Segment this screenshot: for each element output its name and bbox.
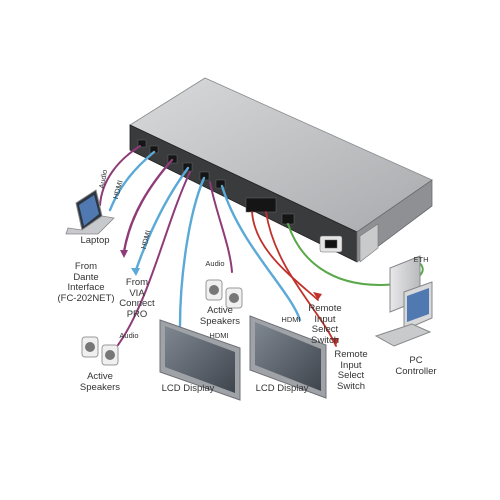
audio-in-connector — [137, 139, 147, 148]
label-audio-speakers-left: Audio — [119, 331, 139, 340]
label-remote-1: Remote Input Select Switch — [308, 303, 342, 346]
cable-ethernet — [287, 223, 424, 286]
label-lcd2: LCD Display — [255, 383, 309, 394]
power-inlet-socket — [324, 239, 338, 249]
lcd-display-1 — [159, 319, 241, 401]
cable-remote-1 — [251, 211, 319, 301]
hdmi-out-connector-1 — [199, 171, 210, 181]
label-pc-controller: PC Controller — [395, 355, 437, 377]
cable-remote-2 — [265, 211, 337, 347]
speakers-mid — [205, 279, 243, 309]
cable-laptop-hdmi — [108, 150, 156, 212]
label-hdmi-lcd2: HDMI — [281, 315, 301, 324]
label-audio-speakers-mid: Audio — [205, 259, 225, 268]
cable-lcd2-hdmi — [220, 184, 302, 322]
speakers-left — [81, 336, 119, 366]
label-lcd1: LCD Display — [161, 383, 215, 394]
hdmi-out-connector-2 — [215, 179, 226, 189]
arrow-remote-1 — [313, 292, 322, 300]
switcher-device — [129, 77, 433, 263]
arrow-remote-2 — [330, 338, 339, 346]
cable-via-hdmi — [134, 166, 190, 272]
cable-speakers-mid-audio — [209, 181, 233, 273]
label-hdmi-lcd1: HDMI — [209, 331, 229, 340]
lcd-display-2 — [249, 315, 327, 399]
label-via: From VIA Connect PRO — [119, 277, 155, 320]
pc-controller — [374, 255, 433, 347]
laptop — [65, 189, 115, 235]
label-dante: From Dante Interface (FC-202NET) — [57, 261, 115, 304]
label-speakers-mid: Active Speakers — [199, 305, 241, 327]
cable-speakers-left-audio — [117, 171, 191, 346]
arrow-dante — [120, 250, 128, 258]
label-eth: ETH — [413, 255, 429, 264]
ethernet-port — [281, 213, 295, 225]
label-speakers-left: Active Speakers — [79, 371, 121, 393]
device-rack-ear — [359, 223, 379, 263]
cable-lcd1-hdmi — [178, 176, 206, 328]
cable-laptop-audio — [99, 145, 141, 206]
label-laptop: Laptop — [80, 235, 110, 246]
arrow-via — [131, 268, 140, 276]
cable-dante-hdmi — [122, 158, 174, 254]
label-remote-2: Remote Input Select Switch — [334, 349, 368, 392]
terminal-block — [245, 197, 277, 213]
